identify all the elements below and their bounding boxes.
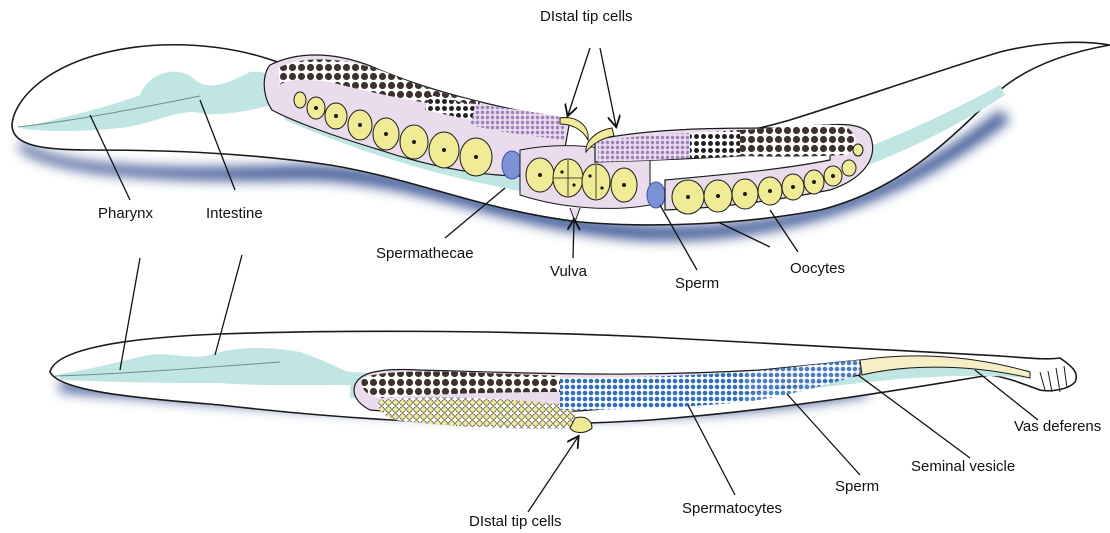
label-vulva: Vulva (550, 263, 587, 280)
label-sperm-male: Sperm (835, 478, 879, 495)
pointer-dtc-left (568, 48, 590, 115)
anterior-spermatheca (502, 151, 522, 179)
male-worm (50, 331, 1076, 432)
label-intestine: Intestine (206, 205, 263, 222)
pointer-dtc-bottom (528, 437, 578, 512)
hermaphrodite-worm (12, 42, 1110, 240)
label-seminal-vesicle: Seminal vesicle (911, 458, 1015, 475)
label-spermatocytes: Spermatocytes (682, 500, 782, 517)
label-vas-deferens: Vas deferens (1014, 418, 1101, 435)
label-spermathecae: Spermathecae (376, 245, 474, 262)
posterior-spermatheca (647, 182, 665, 208)
posterior-mixed-cells (690, 130, 740, 158)
pointer-sperm-male (787, 394, 860, 475)
posterior-germline-dark (740, 125, 856, 157)
pointer-dtc-right (600, 48, 616, 126)
label-distal-tip-cells-top: DIstal tip cells (540, 8, 633, 25)
label-pharynx: Pharynx (98, 205, 153, 222)
label-oocytes: Oocytes (790, 260, 845, 277)
pointer-spermatocytes (688, 405, 735, 495)
label-sperm-hermaphrodite: Sperm (675, 275, 719, 292)
label-distal-tip-cells-bottom: DIstal tip cells (469, 513, 562, 530)
